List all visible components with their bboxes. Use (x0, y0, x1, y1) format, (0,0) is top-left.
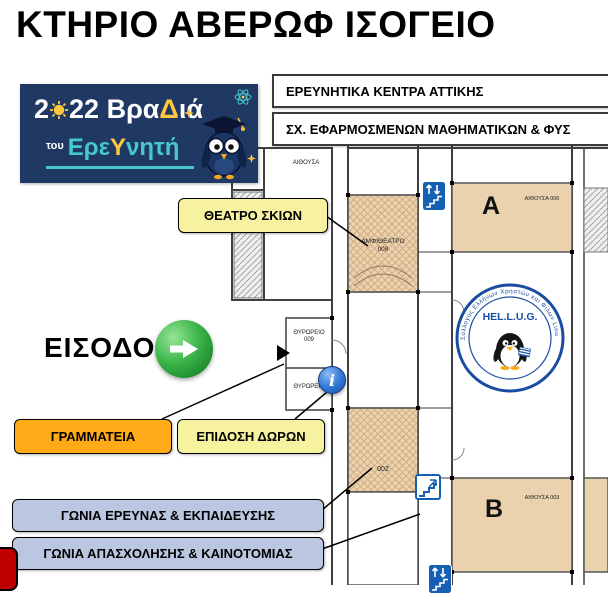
porter-009-label: ΘΥΡΩΡΕΙΟ 009 (287, 330, 331, 344)
room-b-003 (451, 477, 573, 573)
arrow-right-icon (170, 340, 198, 358)
sparkle-icon (184, 108, 194, 118)
stairs-icon (415, 474, 441, 500)
room-b-label: ΑΙΘΟΥΣΑ 003 (524, 495, 560, 501)
logo-year-post: 22 (69, 94, 100, 124)
owl-mascot-icon (201, 116, 247, 180)
greek-flag-icon (517, 346, 532, 358)
callout-partial-red (0, 547, 18, 591)
amphitheatre-seating-arcs (353, 265, 413, 287)
callout-shadow-theatre: ΘΕΑΤΡΟ ΣΚΙΩΝ (178, 198, 328, 233)
logo-word2-a: Ερε (67, 134, 110, 161)
logo-tou: του (46, 140, 64, 152)
logo-word1-a: Βρα (106, 94, 160, 124)
room-top-label: ΑΙΘΟΥΣΑ (292, 160, 320, 166)
sparkle-icon (247, 154, 256, 163)
page-title: ΚΤΗΡΙΟ ΑΒΕΡΩΦ ΙΣΟΓΕΙΟ (16, 4, 496, 45)
logo-word2-y: Υ (109, 134, 126, 161)
callout-research-education-corner: ΓΩΝΙΑ ΕΡΕΥΝΑΣ & ΕΚΠΑΙΔΕΥΣΗΣ (12, 499, 324, 532)
stairs-elevator-bottom-icon (428, 564, 452, 594)
amphitheatre-label: ΑΜΦΙΘΕΑΤΡΟ 008 (348, 238, 418, 254)
tux-penguin-icon (493, 333, 532, 370)
label-research-centers: ΕΡΕΥΝΗΤΙΚΑ ΚΕΝΤΡΑ ΑΤΤΙΚΗΣ (272, 74, 608, 108)
info-icon: i (318, 366, 346, 394)
logo-year-pre: 2 (34, 94, 50, 124)
room-a-006 (451, 182, 573, 253)
connector-innovation (321, 513, 421, 550)
room-a-label: ΑΙΘΟΥΣΑ 006 (524, 196, 560, 202)
connector-secretariat (161, 363, 285, 420)
amphitheatre-number: 008 (377, 245, 389, 253)
entrance-arrow-icon (155, 320, 213, 378)
logo-word1-b: ιά (178, 94, 203, 124)
room-b-letter: B (485, 495, 504, 523)
porter-2-label: ΘΥΡΩΡΕΙΟ (293, 384, 325, 390)
sun-icon (50, 101, 69, 119)
amphitheatre-name: ΑΜΦΙΘΕΑΤΡΟ (361, 238, 405, 245)
callout-secretariat: ΓΡΑΜΜΑΤΕΙΑ (14, 419, 172, 454)
stairs-elevator-icon (422, 181, 446, 211)
room-a-letter: A (482, 192, 501, 220)
hellug-name: HEL.L.U.G. (483, 311, 538, 323)
logo-underline (46, 166, 194, 169)
connector-research (321, 467, 373, 511)
structural-columns (330, 181, 574, 574)
logo-word2-b: νητή (126, 134, 180, 161)
direction-triangle-icon (277, 345, 290, 361)
connector-gifts (294, 391, 328, 420)
hellug-logo: Σύλλογος Ελλήνων Χρηστών και Φίλων Linux… (454, 282, 565, 393)
porter-009-name: ΘΥΡΩΡΕΙΟ (293, 330, 325, 336)
info-icon-glyph: i (328, 370, 336, 390)
callout-employment-innovation-corner: ΓΩΝΙΑ ΑΠΑΣΧΟΛΗΣΗΣ & ΚΑΙΝΟΤΟΜΙΑΣ (12, 537, 324, 570)
callout-gift-delivery: ΕΠΙΔΟΣΗ ΔΩΡΩΝ (177, 419, 325, 454)
logo-line1: 2 22 ΒραΔιά (34, 94, 203, 125)
connector-theatre (325, 215, 369, 247)
porter-009-number: 009 (303, 337, 314, 344)
atom-icon (234, 89, 252, 105)
label-school-applied-math: ΣΧ. ΕΦΑΡΜΟΣΜΕΝΩΝ ΜΑΘΗΜΑΤΙΚΩΝ & ΦΥΣ (272, 112, 608, 146)
room-002-label: 002 (377, 466, 389, 473)
entrance-label: ΕΙΣΟΔΟΣ (44, 332, 174, 363)
stair-cores (233, 187, 608, 299)
logo-word1-delta: Δ (159, 94, 179, 124)
